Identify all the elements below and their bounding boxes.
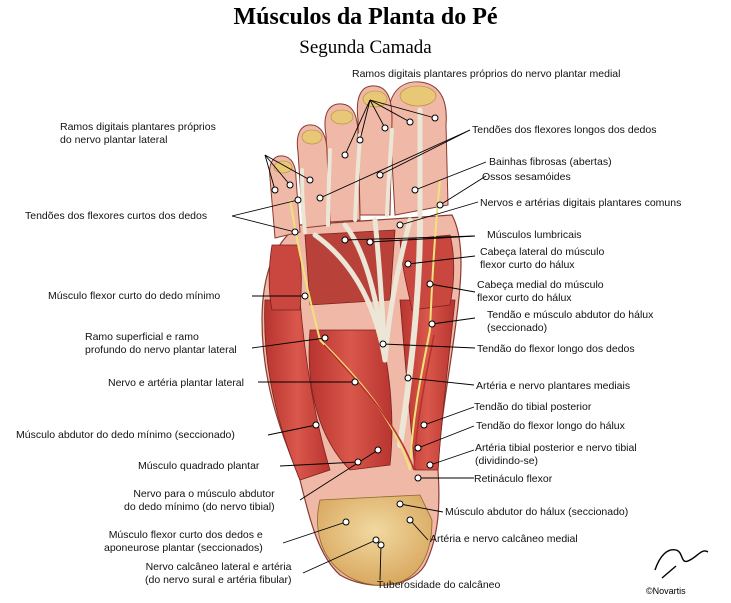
toe-4 [296, 124, 331, 229]
toe-2 [356, 85, 393, 216]
page-title: Músculos da Planta do Pé [233, 4, 498, 30]
label-tendao-tibial: Tendão do tibial posterior [474, 401, 592, 413]
label-quadrado-plantar: Músculo quadrado plantar [138, 460, 260, 472]
label-cabeca-lateral: Cabeça lateral do músculo flexor curto d… [480, 246, 605, 271]
label-abdutor-minimo: Músculo abdutor do dedo mínimo (secciona… [16, 429, 235, 441]
label-arteria-calcaneo: Artéria e nervo calcâneo medial [430, 533, 578, 545]
label-nervo-calcaneo-lateral: Nervo calcâneo lateral e artéria (do ner… [145, 561, 292, 586]
quadratus-plantae [308, 329, 393, 471]
toes [269, 81, 449, 239]
label-flexor-curto-minimo: Músculo flexor curto do dedo mínimo [48, 290, 221, 302]
label-nervos-arterias-comuns: Nervos e artérias digitais plantares com… [480, 197, 682, 209]
artist-signature [654, 548, 709, 579]
label-ramos-prop-medial: Ramos digitais plantares próprios do ner… [352, 68, 621, 80]
label-tendao-abdutor-halux: Tendão e músculo abdutor do hálux (secci… [487, 309, 654, 334]
label-nervo-abdutor: Nervo para o músculo abdutor do dedo mín… [124, 488, 275, 513]
label-tendao-flexor-halux: Tendão do flexor longo do hálux [476, 420, 625, 432]
arteries [323, 334, 435, 471]
label-tendoes-flexores-longos: Tendões dos flexores longos dos dedos [472, 124, 657, 136]
page-subtitle: Segunda Camada [299, 37, 432, 58]
label-nervo-arteria-lateral: Nervo e artéria plantar lateral [108, 377, 244, 389]
label-markers [271, 114, 444, 549]
label-tendoes-flexores-curtos: Tendões dos flexores curtos dos dedos [25, 210, 208, 222]
label-abdutor-halux: Músculo abdutor do hálux (seccionado) [445, 506, 629, 518]
abductor-digiti-minimi [264, 299, 331, 481]
copyright-credit: ©Novartis [646, 586, 686, 596]
label-ramos-prop-lateral: Ramos digitais plantares próprios do ner… [60, 121, 216, 146]
label-musculos-lumbricais: Músculos lumbricais [487, 229, 582, 241]
label-ramo-superficial: Ramo superficial e ramo profundo do nerv… [85, 331, 237, 356]
label-retinaculo: Retináculo flexor [474, 473, 553, 485]
leader-lines [231, 99, 487, 581]
label-ossos-sesamoides: Ossos sesamóides [482, 171, 571, 183]
flexor-hallucis-brevis [399, 234, 455, 311]
label-arteria-tibial: Artéria tibial posterior e nervo tibial … [475, 442, 637, 467]
label-arteria-nervo-mediais: Artéria e nervo plantares mediais [476, 380, 631, 392]
label-tuberosidade: Tuberosidade do calcâneo [377, 579, 501, 591]
label-flexor-curto-aponeurose: Músculo flexor curto dos dedos e aponeur… [104, 529, 263, 554]
label-tendao-flexor-longo: Tendão do flexor longo dos dedos [477, 343, 635, 355]
muscle-masses [264, 229, 456, 481]
flexor-digiti-minimi-brevis [268, 244, 302, 311]
tendons [300, 107, 423, 448]
label-cabeca-medial: Cabeça medial do músculo flexor curto do… [477, 279, 604, 304]
label-bainhas-fibrosas: Bainhas fibrosas (abertas) [489, 156, 612, 168]
